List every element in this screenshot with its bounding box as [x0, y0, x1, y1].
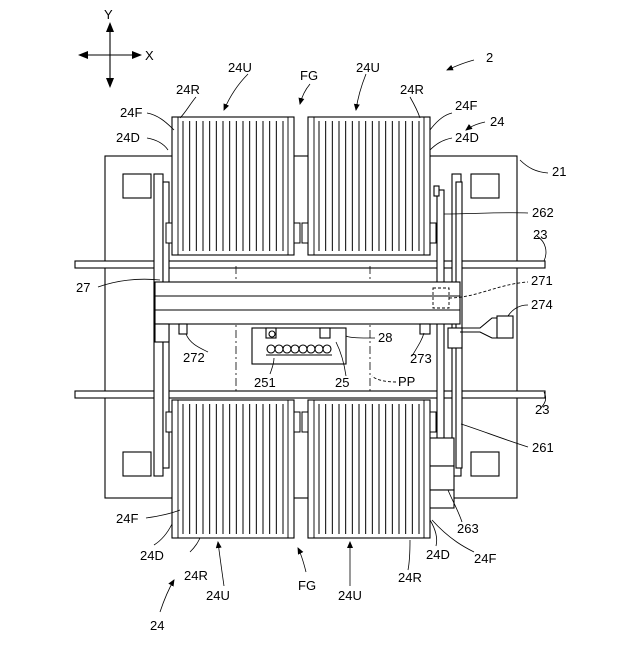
- unit-body: [308, 400, 430, 538]
- label-27: 27: [76, 280, 90, 295]
- label-24u-tr: 24U: [356, 60, 380, 75]
- label-24r-tl: 24R: [176, 82, 200, 97]
- label-25: 25: [335, 375, 349, 390]
- beam: [155, 282, 460, 324]
- label-24r-tr: 24R: [400, 82, 424, 97]
- y-axis-label: Y: [104, 7, 113, 22]
- stage: [252, 328, 346, 364]
- label-24-top: 24: [490, 114, 504, 129]
- unit-tab-right: [430, 223, 436, 243]
- label-23-upper: 23: [533, 227, 547, 242]
- unit-tab-left: [302, 223, 308, 243]
- label-273: 273: [410, 351, 432, 366]
- label-24r-bl: 24R: [184, 568, 208, 583]
- unit-body: [172, 400, 294, 538]
- unit-tab-left: [166, 223, 172, 243]
- storage-unit-br: [302, 400, 436, 538]
- unit-tab-left: [302, 412, 308, 432]
- label-263: 263: [457, 521, 479, 536]
- axis-indicator: Y X: [78, 7, 154, 88]
- label-261: 261: [532, 440, 554, 455]
- x-axis-label: X: [145, 48, 154, 63]
- unit-body: [308, 117, 430, 255]
- label-24f-br: 24F: [474, 551, 496, 566]
- unit-tab-right: [430, 412, 436, 432]
- storage-unit-tr: [302, 117, 436, 255]
- label-262: 262: [532, 205, 554, 220]
- label-24d-tl: 24D: [116, 130, 140, 145]
- label-272: 272: [183, 350, 205, 365]
- label-24u-bl: 24U: [206, 588, 230, 603]
- label-23-lower: 23: [535, 402, 549, 417]
- unit-tab-right: [294, 223, 300, 243]
- storage-unit-tl: [166, 117, 300, 255]
- unit-body: [172, 117, 294, 255]
- label-24-bottom: 24: [150, 618, 164, 633]
- label-21: 21: [552, 164, 566, 179]
- unit-tab-right: [294, 412, 300, 432]
- motor: [428, 438, 454, 508]
- label-fg-top: FG: [300, 68, 318, 83]
- label-fg-bottom: FG: [298, 578, 316, 593]
- label-2: 2: [486, 50, 493, 65]
- label-24d-bl: 24D: [140, 548, 164, 563]
- label-28: 28: [378, 330, 392, 345]
- label-271: 271: [531, 273, 553, 288]
- connector: [460, 316, 513, 338]
- label-24f-tr: 24F: [455, 98, 477, 113]
- label-251: 251: [254, 375, 276, 390]
- label-274: 274: [531, 297, 553, 312]
- label-24r-br: 24R: [398, 570, 422, 585]
- label-24u-br: 24U: [338, 588, 362, 603]
- storage-unit-bl: [166, 400, 300, 538]
- label-24d-tr: 24D: [455, 130, 479, 145]
- label-24u-tl: 24U: [228, 60, 252, 75]
- label-24f-bl: 24F: [116, 511, 138, 526]
- unit-tab-left: [166, 412, 172, 432]
- label-24d-br: 24D: [426, 547, 450, 562]
- label-pp: PP: [398, 374, 415, 389]
- label-24f-tl: 24F: [120, 105, 142, 120]
